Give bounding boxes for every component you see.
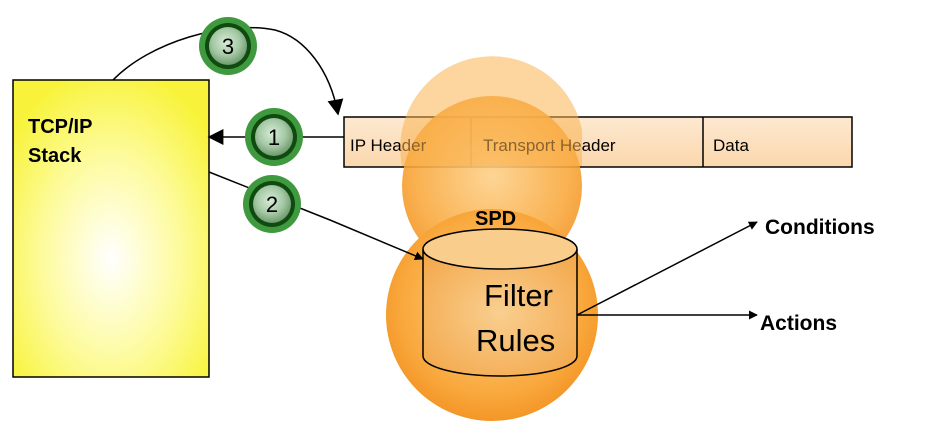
filter-rules-cylinder	[422, 228, 578, 377]
step-badge-3: 3	[199, 17, 257, 75]
actions-label: Actions	[760, 312, 837, 335]
spd-title: SPD	[475, 208, 516, 230]
filter-rules-line1: Filter	[484, 278, 553, 313]
step-badge-3-face	[209, 27, 247, 65]
tcpip-stack-box	[12, 79, 210, 378]
sphere-occlusion	[400, 56, 582, 167]
conditions-label: Conditions	[765, 216, 875, 239]
cylinder-top	[422, 228, 578, 270]
step-badge-1-number: 1	[268, 125, 280, 150]
arrow-3	[112, 26, 344, 116]
step-badge-3-number: 3	[222, 34, 234, 59]
tcpip-stack-line1: TCP/IP	[28, 116, 92, 138]
step-badge-2-number: 2	[266, 192, 278, 217]
tcpip-stack-line2: Stack	[28, 145, 82, 167]
packet-data: Data	[713, 136, 749, 155]
step-badge-1: 1	[245, 108, 303, 166]
filter-rules-line2: Rules	[476, 323, 555, 358]
step-badge-2: 2	[243, 175, 301, 233]
arrow-2	[208, 171, 424, 261]
arrow-conditions	[576, 221, 758, 316]
step-badge-1-face	[255, 118, 293, 156]
step-badge-2-face	[253, 185, 291, 223]
cylinder-body	[422, 249, 578, 377]
